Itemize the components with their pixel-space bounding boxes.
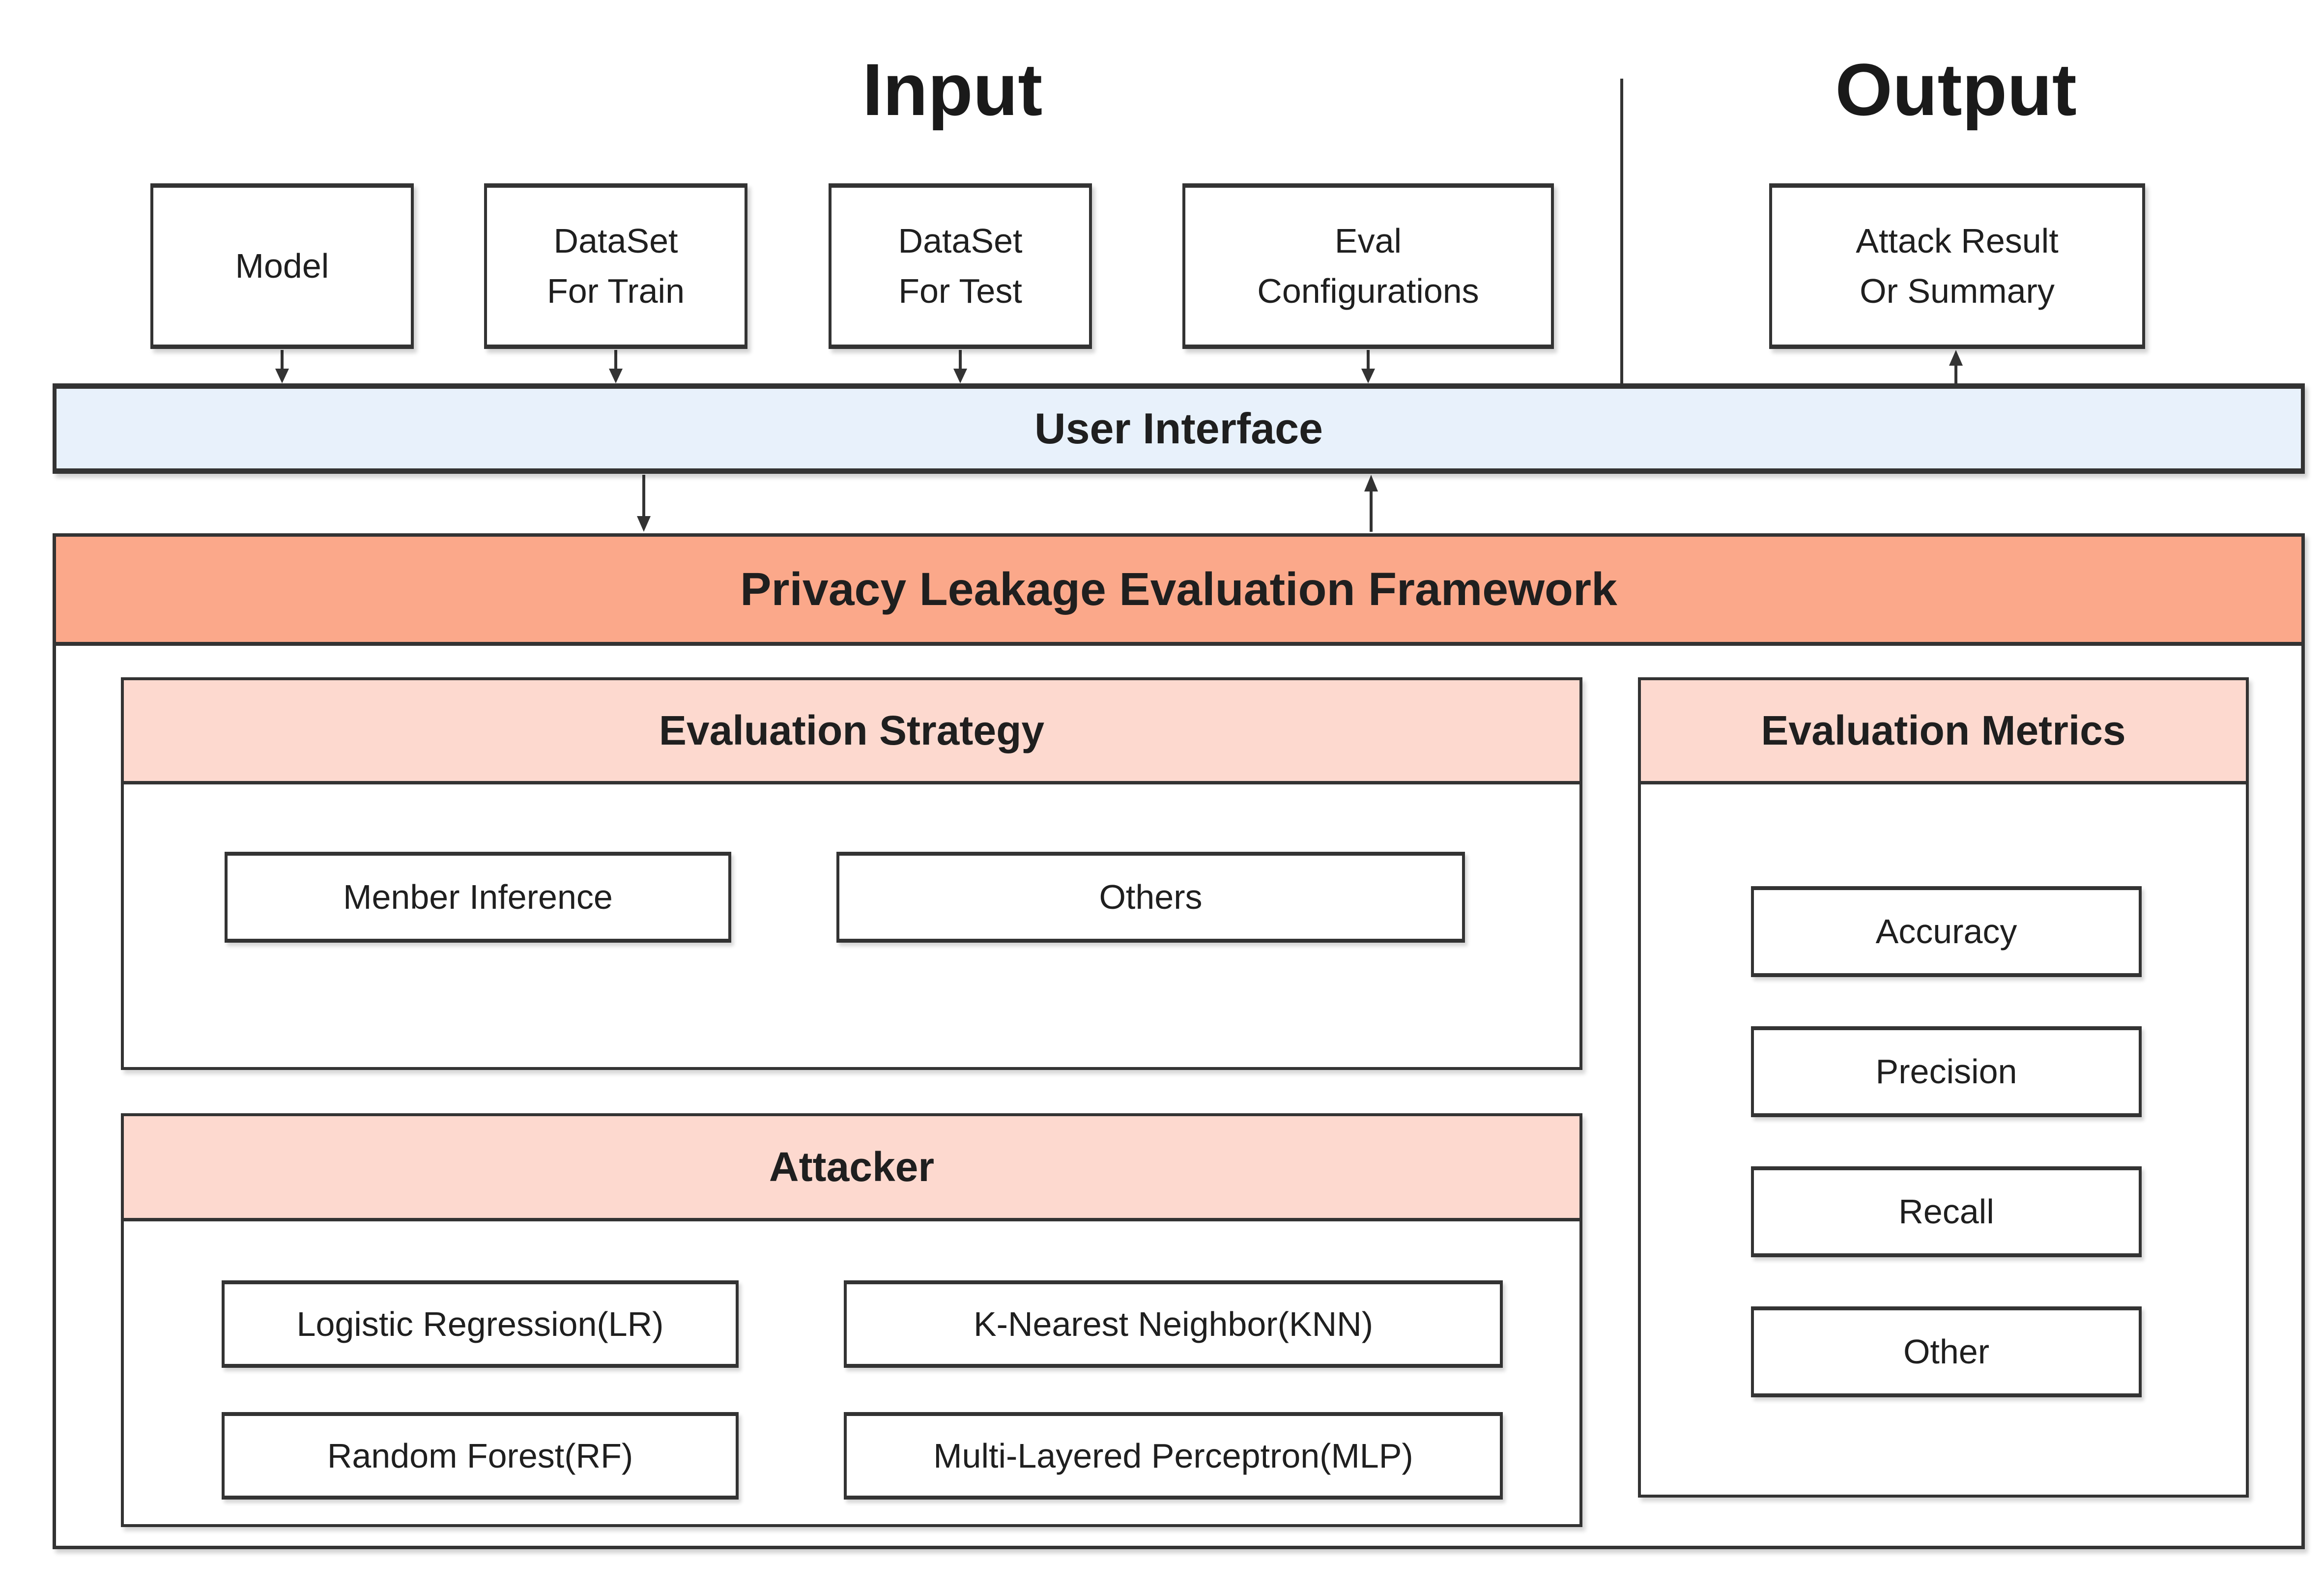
- arrow-train-to-ui: [609, 350, 623, 383]
- attacker-item-logistic-regression: Logistic Regression(LR): [222, 1280, 739, 1368]
- evaluation-metrics-header: Evaluation Metrics: [1641, 680, 2246, 784]
- metrics-item-precision: Precision: [1751, 1026, 2142, 1117]
- arrow-framework-to-ui: [1364, 475, 1378, 532]
- evaluation-strategy-header: Evaluation Strategy: [124, 680, 1579, 784]
- output-box-attack-result-label: Attack Result Or Summary: [1856, 222, 2059, 310]
- metrics-item-accuracy-label: Accuracy: [1875, 912, 2017, 951]
- user-interface-bar-label: User Interface: [1034, 404, 1323, 453]
- input-box-dataset-test: DataSet For Test: [829, 183, 1092, 349]
- metrics-item-recall: Recall: [1751, 1166, 2142, 1257]
- framework-header: Privacy Leakage Evaluation Framework: [56, 537, 2301, 646]
- arrow-ui-to-attack-result: [1949, 350, 1963, 383]
- metrics-item-recall-label: Recall: [1898, 1192, 1994, 1231]
- attacker-item-random-forest: Random Forest(RF): [222, 1412, 739, 1500]
- arrow-test-to-ui: [953, 350, 967, 383]
- arrow-model-to-ui: [275, 350, 289, 383]
- strategy-item-others-label: Others: [1099, 878, 1203, 916]
- input-box-model: Model: [150, 183, 414, 349]
- strategy-item-others: Others: [836, 852, 1465, 943]
- attacker-item-mlp-label: Multi-Layered Perceptron(MLP): [933, 1436, 1413, 1475]
- output-section-title: Output: [1835, 48, 2077, 131]
- strategy-item-member-inference-label: Menber Inference: [343, 878, 613, 916]
- arrow-ui-to-framework: [637, 475, 651, 532]
- attacker-item-mlp: Multi-Layered Perceptron(MLP): [844, 1412, 1503, 1500]
- attacker-item-knn-label: K-Nearest Neighbor(KNN): [973, 1304, 1374, 1343]
- user-interface-bar: User Interface: [53, 383, 2305, 474]
- input-box-dataset-test-label: DataSet For Test: [898, 222, 1023, 310]
- input-box-dataset-train-label: DataSet For Train: [546, 222, 685, 310]
- framework-container: Privacy Leakage Evaluation Framework Eva…: [53, 533, 2305, 1549]
- evaluation-metrics-panel: Evaluation Metrics Accuracy Precision Re…: [1638, 677, 2249, 1498]
- evaluation-metrics-header-label: Evaluation Metrics: [1761, 707, 2126, 753]
- input-box-eval-configurations-label: Eval Configurations: [1257, 222, 1479, 310]
- attacker-header: Attacker: [124, 1116, 1579, 1221]
- arrow-eval-to-ui: [1361, 350, 1375, 383]
- evaluation-strategy-header-label: Evaluation Strategy: [659, 707, 1045, 753]
- attacker-item-logistic-regression-label: Logistic Regression(LR): [296, 1304, 664, 1343]
- metrics-item-accuracy: Accuracy: [1751, 886, 2142, 977]
- strategy-item-member-inference: Menber Inference: [225, 852, 731, 943]
- attacker-panel: Attacker Logistic Regression(LR) K-Neare…: [121, 1113, 1582, 1527]
- input-box-eval-configurations: Eval Configurations: [1182, 183, 1554, 349]
- metrics-item-precision-label: Precision: [1875, 1052, 2017, 1091]
- framework-header-label: Privacy Leakage Evaluation Framework: [740, 563, 1617, 615]
- attacker-header-label: Attacker: [769, 1144, 935, 1190]
- attacker-item-random-forest-label: Random Forest(RF): [327, 1436, 633, 1475]
- input-box-model-label: Model: [235, 246, 329, 285]
- attacker-item-knn: K-Nearest Neighbor(KNN): [844, 1280, 1503, 1368]
- input-box-dataset-train: DataSet For Train: [484, 183, 747, 349]
- metrics-item-other-label: Other: [1903, 1332, 1990, 1371]
- output-box-attack-result: Attack Result Or Summary: [1769, 183, 2145, 349]
- evaluation-strategy-panel: Evaluation Strategy Menber Inference Oth…: [121, 677, 1582, 1070]
- metrics-item-other: Other: [1751, 1306, 2142, 1397]
- input-section-title: Input: [862, 48, 1043, 131]
